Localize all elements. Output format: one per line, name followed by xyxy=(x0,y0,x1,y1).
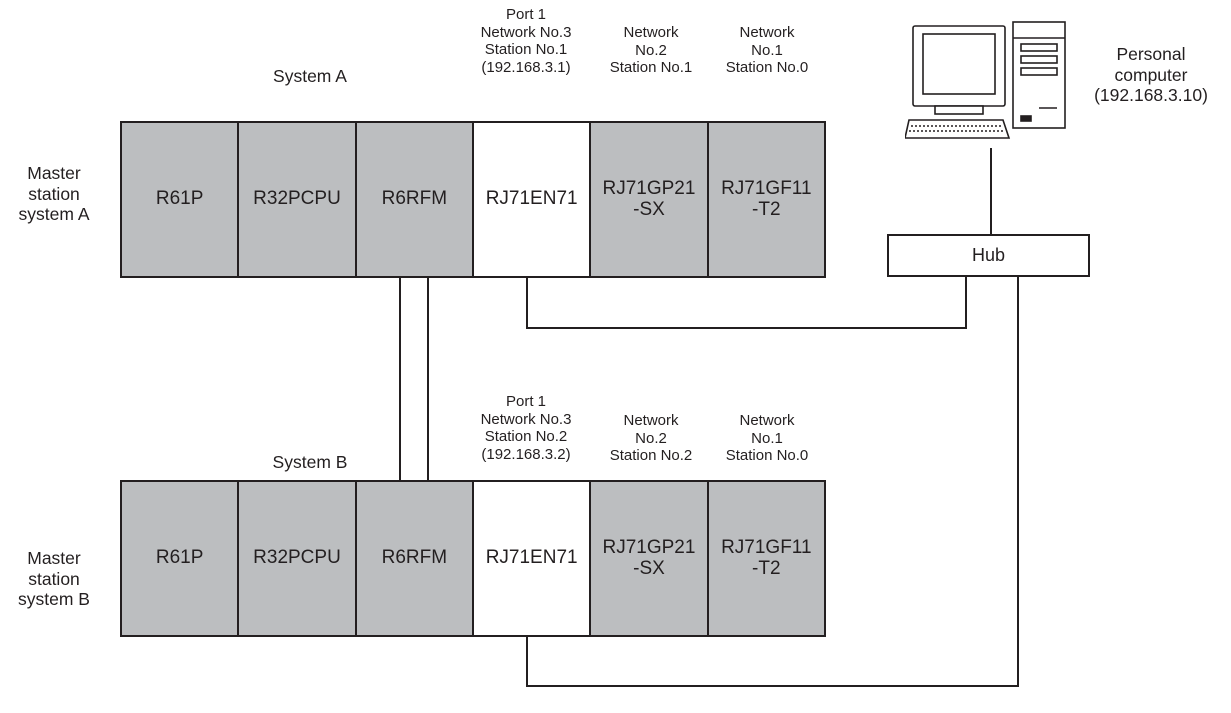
system-b-cc-link-ie-control-module: RJ71GP21 -SX xyxy=(591,482,709,635)
ethernet-hub: Hub xyxy=(887,234,1090,277)
system-b-cc-link-ie-field-module: RJ71GF11 -T2 xyxy=(721,536,812,579)
system-b-redundant-function-module: R6RFM xyxy=(357,482,474,635)
system-a-network2-label: Network No.2 Station No.1 xyxy=(609,24,693,77)
system-b-network2-label: Network No.2 Station No.2 xyxy=(609,412,693,465)
system-b-cpu-module: R32PCPU xyxy=(239,482,357,635)
system-a-network1-label: Network No.1 Station No.0 xyxy=(725,24,809,77)
system-a-base-unit: R61P R32PCPU R6RFM RJ71EN71 RJ71GP21 -SX… xyxy=(120,121,826,278)
system-a-side-label: Master station system A xyxy=(18,163,90,225)
system-b-side-label: Master station system B xyxy=(18,548,90,610)
system-b-ethernet-module: RJ71EN71 xyxy=(473,482,592,635)
personal-computer-icon xyxy=(905,21,1066,139)
system-a-cc-link-ie-field-module: RJ71GF11 -T2 xyxy=(721,177,812,220)
ethernet-cable-system-a xyxy=(526,277,967,329)
system-a-ethernet-module: RJ71EN71 xyxy=(473,123,592,276)
system-b-power-module: R61P xyxy=(122,482,240,635)
system-a-port-label: Port 1 Network No.3 Station No.1 (192.16… xyxy=(480,6,572,77)
system-b-network1-label: Network No.1 Station No.0 xyxy=(725,412,809,465)
system-b-title: System B xyxy=(272,452,348,472)
system-a-cpu-module: R32PCPU xyxy=(239,123,357,276)
system-a-redundant-function-module: R6RFM xyxy=(357,123,474,276)
system-a-power-module: R61P xyxy=(122,123,240,276)
system-a-title: System A xyxy=(273,66,347,86)
ethernet-cable-system-b xyxy=(526,277,1019,687)
system-b-port-label: Port 1 Network No.3 Station No.2 (192.16… xyxy=(480,393,572,464)
personal-computer-label: Personal computer (192.168.3.10) xyxy=(1094,44,1208,106)
system-a-cc-link-ie-control-module: RJ71GP21 -SX xyxy=(591,123,709,276)
system-b-base-unit: R61P R32PCPU R6RFM RJ71EN71 RJ71GP21 -SX… xyxy=(120,480,826,637)
